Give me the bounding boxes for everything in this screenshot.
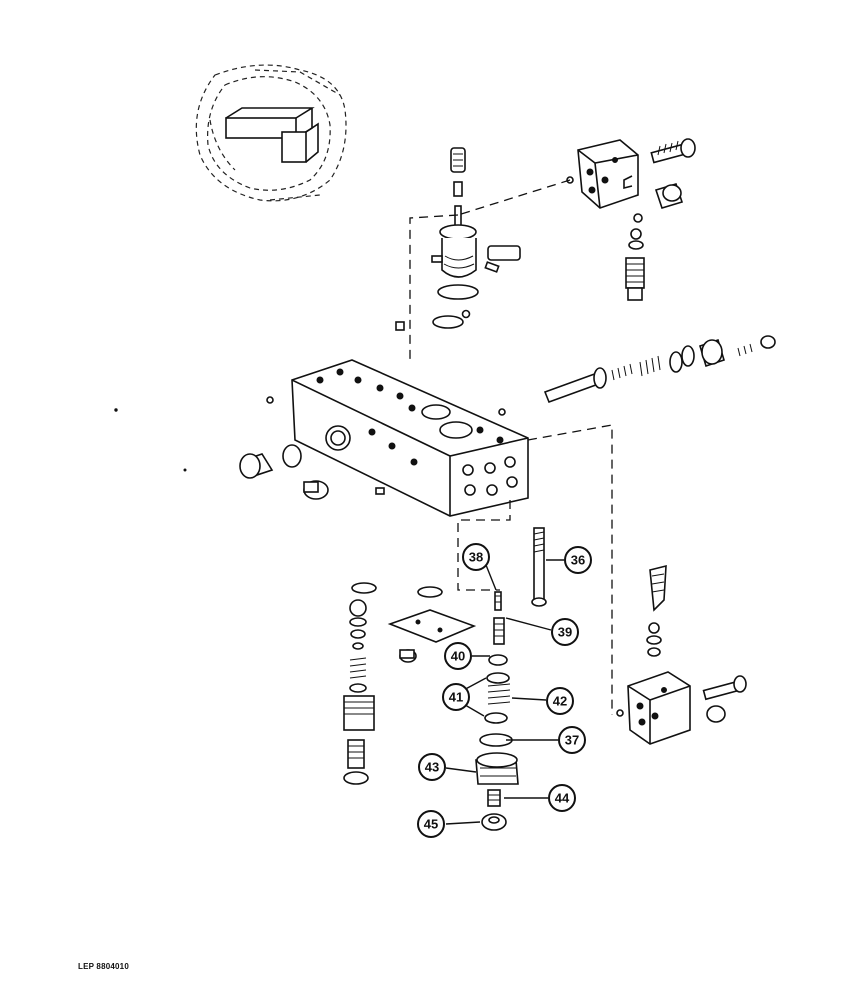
locator-thumbnail <box>195 64 347 202</box>
callout-38: 38 <box>462 543 490 571</box>
callout-42-label: 42 <box>553 694 567 709</box>
callout-44-label: 44 <box>555 791 570 806</box>
callout-45: 45 <box>417 810 445 838</box>
bolt-36 <box>531 527 547 607</box>
relief-valve-assembly <box>343 582 377 785</box>
left-plugs <box>239 444 329 500</box>
lower-valve-block <box>616 564 747 745</box>
callout-43-label: 43 <box>425 760 439 775</box>
routing-lines <box>457 424 613 715</box>
callout-38-label: 38 <box>469 550 483 565</box>
callout-36-label: 36 <box>571 553 585 568</box>
callout-40-label: 40 <box>451 649 465 664</box>
callout-41-label: 41 <box>449 690 463 705</box>
manifold-block <box>266 321 529 517</box>
callout-39-label: 39 <box>558 625 572 640</box>
callout-41: 41 <box>442 683 470 711</box>
callout-40: 40 <box>444 642 472 670</box>
callout-43: 43 <box>418 753 446 781</box>
speck <box>114 408 118 412</box>
callout-45-label: 45 <box>424 817 438 832</box>
figure-reference: LEP 8804010 <box>78 962 129 971</box>
callout-37: 37 <box>558 726 586 754</box>
pilot-cartridge-assembly <box>431 147 521 329</box>
callout-44: 44 <box>548 784 576 812</box>
upper-valve-block <box>409 138 696 360</box>
cartridge-stack <box>475 591 519 831</box>
callout-36: 36 <box>564 546 592 574</box>
speck <box>183 468 187 472</box>
gasket-plate <box>387 586 477 663</box>
callout-39: 39 <box>551 618 579 646</box>
callout-37-label: 37 <box>565 733 579 748</box>
callout-42: 42 <box>546 687 574 715</box>
spool-valve-assembly <box>543 335 776 404</box>
